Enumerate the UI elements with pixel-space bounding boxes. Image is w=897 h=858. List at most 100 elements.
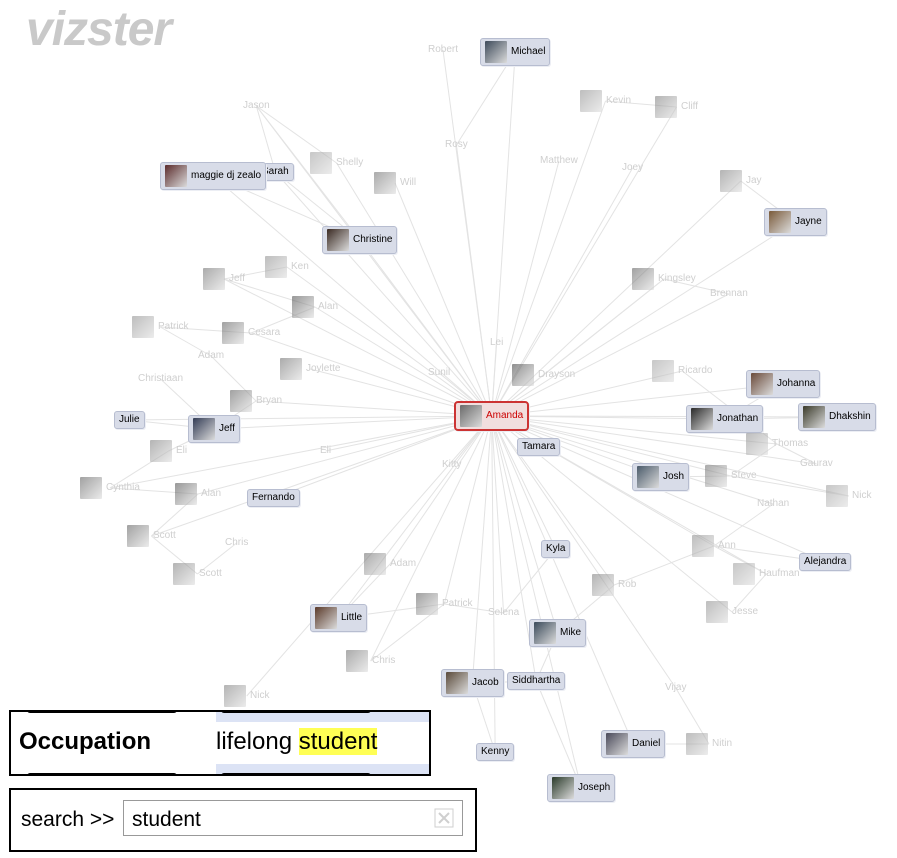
graph-edge: [256, 400, 492, 417]
graph-node-scott2[interactable]: Scott: [173, 563, 222, 585]
profile-photo: [173, 563, 195, 585]
graph-node-ricardo[interactable]: Ricardo: [652, 360, 712, 382]
graph-node-kingsley[interactable]: Kingsley: [632, 268, 696, 290]
node-label: Haufman: [759, 568, 800, 579]
graph-node-amanda[interactable]: Amanda: [454, 401, 530, 431]
graph-node-adam2[interactable]: Adam: [364, 553, 416, 575]
graph-edge: [255, 105, 493, 417]
profile-photo: [733, 563, 755, 585]
node-label: Kingsley: [658, 273, 696, 284]
graph-node-tamara[interactable]: Tamara: [517, 438, 561, 456]
graph-node-alan2[interactable]: Alan: [175, 483, 221, 505]
graph-node-chris1[interactable]: Chris: [225, 537, 248, 549]
graph-edge: [471, 415, 493, 684]
graph-node-jay[interactable]: Jay: [720, 170, 762, 192]
graph-node-matthew[interactable]: Matthew: [540, 155, 578, 167]
profile-photo: [706, 601, 728, 623]
graph-node-kenny[interactable]: Kenny: [476, 743, 515, 761]
graph-node-selena[interactable]: Selena: [488, 607, 519, 619]
graph-node-julie[interactable]: Julie: [114, 411, 145, 429]
graph-node-cynthia[interactable]: Cynthia: [80, 477, 140, 499]
graph-node-little[interactable]: Little: [310, 604, 368, 632]
graph-node-will[interactable]: Will: [374, 172, 416, 194]
graph-node-brennan[interactable]: Brennan: [710, 288, 748, 300]
graph-node-nick1[interactable]: Nick: [826, 485, 871, 507]
graph-node-jacob[interactable]: Jacob: [441, 669, 504, 697]
graph-node-vijay[interactable]: Vijay: [665, 682, 687, 694]
search-panel: search >> student: [9, 788, 477, 852]
graph-node-lei[interactable]: Lei: [490, 337, 503, 349]
profile-photo: [826, 485, 848, 507]
graph-node-drayson[interactable]: Drayson: [512, 364, 575, 386]
graph-node-thomas[interactable]: Thomas: [746, 433, 808, 455]
graph-edge: [491, 415, 817, 465]
graph-node-jayne[interactable]: Jayne: [764, 208, 827, 236]
graph-node-siddhartha[interactable]: Siddhartha: [507, 672, 566, 690]
graph-node-jonathan[interactable]: Jonathan: [686, 405, 764, 433]
search-label: search >>: [21, 808, 115, 831]
graph-node-mike[interactable]: Mike: [529, 619, 587, 647]
graph-edge: [491, 415, 634, 745]
node-label: Shelly: [336, 157, 364, 168]
node-label: Gaurav: [800, 458, 833, 469]
graph-node-eli2[interactable]: Eli: [320, 445, 331, 457]
profile-photo: [193, 418, 215, 440]
graph-node-nick2[interactable]: Nick: [224, 685, 269, 707]
graph-node-josh[interactable]: Josh: [632, 463, 690, 491]
graph-node-alejandra[interactable]: Alejandra: [799, 553, 852, 571]
graph-node-alan1[interactable]: Alan: [292, 296, 338, 318]
graph-node-scott1[interactable]: Scott: [127, 525, 176, 547]
graph-node-dhakshin[interactable]: Dhakshin: [798, 403, 876, 431]
graph-node-adam1[interactable]: Adam: [198, 350, 224, 362]
clear-search-icon[interactable]: [434, 808, 454, 828]
graph-node-jeff1[interactable]: Jeff: [203, 268, 245, 290]
graph-node-nathan[interactable]: Nathan: [757, 498, 789, 510]
graph-node-cesara[interactable]: Cesara: [222, 322, 280, 344]
graph-node-cliff[interactable]: Cliff: [655, 96, 698, 118]
graph-node-eli[interactable]: Eli: [150, 440, 187, 462]
graph-node-jesse[interactable]: Jesse: [706, 601, 758, 623]
node-label: Kitty: [442, 459, 462, 470]
graph-node-rosy[interactable]: Rosy: [445, 139, 468, 151]
graph-node-jeff2[interactable]: Jeff: [188, 415, 240, 443]
graph-node-michael[interactable]: Michael: [480, 38, 551, 66]
graph-node-steve[interactable]: Steve: [705, 465, 757, 487]
graph-node-maggie[interactable]: maggie dj zealo: [160, 162, 267, 190]
node-label: Brennan: [710, 288, 748, 299]
graph-edge: [730, 443, 778, 477]
graph-node-johanna[interactable]: Johanna: [746, 370, 821, 398]
profile-photo: [692, 535, 714, 557]
graph-node-bryan[interactable]: Bryan: [230, 390, 282, 412]
graph-node-sunil[interactable]: Sunil: [428, 367, 450, 379]
graph-node-joylette[interactable]: Joylette: [280, 358, 340, 380]
graph-node-christine[interactable]: Christine: [322, 226, 398, 254]
graph-node-gaurav[interactable]: Gaurav: [800, 458, 833, 470]
clipped-text-fragment: [221, 712, 371, 713]
graph-node-patrick2[interactable]: Patrick: [416, 593, 473, 615]
node-label: Jesse: [732, 606, 759, 617]
graph-node-fernando[interactable]: Fernando: [247, 489, 300, 507]
graph-node-shelly[interactable]: Shelly: [310, 152, 363, 174]
graph-node-christiaan[interactable]: Christiaan: [138, 373, 183, 385]
graph-node-ken[interactable]: Ken: [265, 256, 309, 278]
clipped-text-fragment: [27, 773, 177, 774]
graph-node-joey[interactable]: Joey: [622, 162, 643, 174]
graph-node-haufman[interactable]: Haufman: [733, 563, 800, 585]
graph-node-robert[interactable]: Robert: [428, 44, 458, 56]
graph-node-kyla[interactable]: Kyla: [541, 540, 571, 558]
graph-node-kitty[interactable]: Kitty: [442, 459, 461, 471]
graph-node-nitin[interactable]: Nitin: [686, 733, 732, 755]
profile-photo: [606, 733, 628, 755]
graph-node-kevin[interactable]: Kevin: [580, 90, 631, 112]
profile-photo: [364, 553, 386, 575]
graph-node-daniel[interactable]: Daniel: [601, 730, 666, 758]
graph-node-ann[interactable]: Ann: [692, 535, 736, 557]
search-input[interactable]: student: [123, 800, 463, 836]
graph-node-joseph[interactable]: Joseph: [547, 774, 616, 802]
graph-node-patrick1[interactable]: Patrick: [132, 316, 189, 338]
graph-node-chris2[interactable]: Chris: [346, 650, 395, 672]
graph-node-jason[interactable]: Jason: [243, 100, 270, 112]
node-label: Jay: [746, 175, 762, 186]
graph-node-rob[interactable]: Rob: [592, 574, 636, 596]
